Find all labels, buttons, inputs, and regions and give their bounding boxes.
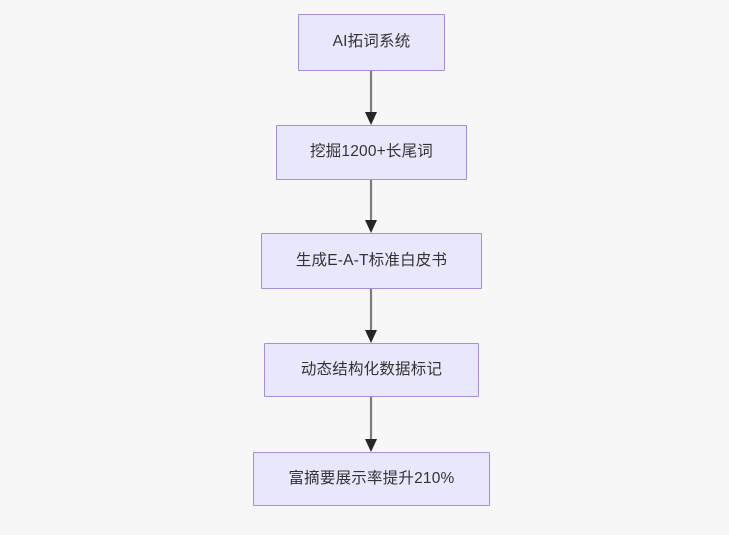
flow-node-mine-longtail-keywords[interactable]: 挖掘1200+长尾词 — [276, 125, 467, 180]
flow-node-label: 生成E-A-T标准白皮书 — [295, 251, 448, 269]
flow-node-generate-eat-whitepaper[interactable]: 生成E-A-T标准白皮书 — [261, 233, 482, 289]
flow-node-dynamic-structured-data-markup[interactable]: 动态结构化数据标记 — [264, 343, 479, 397]
flow-node-label: 动态结构化数据标记 — [300, 360, 443, 378]
edge-node3-node4 — [365, 289, 377, 343]
flow-node-label: 挖掘1200+长尾词 — [309, 143, 434, 161]
flow-node-label: 富摘要展示率提升210% — [288, 469, 455, 487]
edge-node2-node3 — [365, 180, 377, 233]
edge-node1-node2 — [365, 71, 377, 125]
flow-node-label: AI拓词系统 — [332, 33, 411, 51]
flow-node-ai-keyword-system[interactable]: AI拓词系统 — [298, 14, 445, 71]
edge-node4-node5 — [365, 397, 377, 452]
flow-node-rich-snippet-impression-lift[interactable]: 富摘要展示率提升210% — [253, 452, 490, 506]
